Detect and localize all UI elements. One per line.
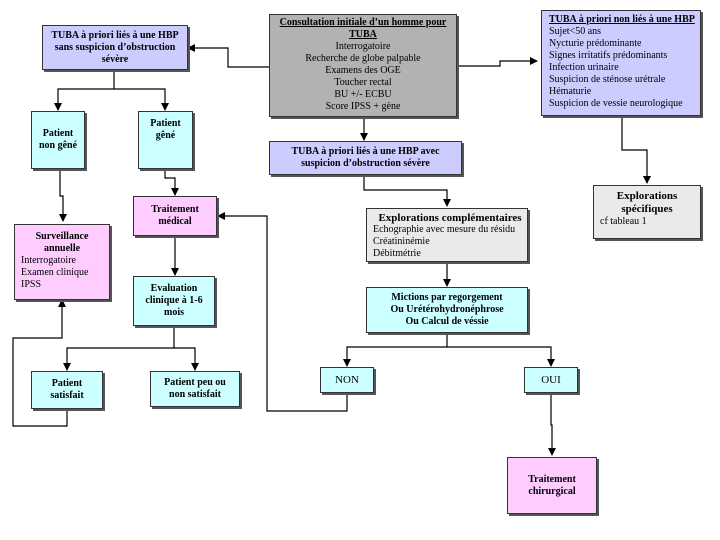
hbp-avec-obstruction-label: TUBA à priori liés à une HBP avec suspic… — [291, 146, 440, 169]
patient-satisfait-box[interactable]: Patient satisfait — [31, 371, 103, 409]
non-hbp-title: TUBA à priori non liés à une HBP — [549, 14, 695, 25]
consultation-item: Recherche de globe palpable — [305, 53, 421, 64]
consultation-item: Interrogatoire — [335, 41, 391, 52]
patient-peu-satisfait-box[interactable]: Patient peu ou non satisfait — [150, 371, 240, 407]
non-hbp-item: Suspicion de sténose urétrale — [549, 74, 666, 85]
consultation-item: Examens des OGE — [325, 65, 401, 76]
patient-gene-box[interactable]: Patient gêné — [138, 111, 193, 169]
explorations-specifiques-note: cf tableau 1 — [600, 216, 647, 227]
surveillance-item: Examen clinique — [21, 267, 89, 278]
explorations-complementaires-item: Echographie avec mesure du résidu — [373, 224, 516, 235]
surveillance-annuelle-box[interactable]: Surveillance annuelle Interrogatoire Exa… — [14, 224, 110, 300]
surveillance-item: Interrogatoire — [21, 255, 76, 266]
patient-non-gene-box[interactable]: Patient non gêné — [31, 111, 85, 169]
connector-hbp-avec-to-explorations — [363, 174, 451, 207]
consultation-initiale-box[interactable]: Consultation initiale d’un homme pour TU… — [269, 14, 457, 117]
patient-gene-label: Patient gêné — [150, 118, 181, 141]
oui-label: OUI — [541, 374, 561, 386]
mictions-line: Ou Urétérohydronéphrose — [390, 304, 504, 315]
non-label: NON — [335, 374, 359, 386]
evaluation-clinique-box[interactable]: Evaluation clinique à 1-6 mois — [133, 276, 215, 326]
non-hbp-item: Suspicion de vessie neurologique — [549, 98, 683, 109]
mictions-line: Ou Calcul de véssie — [405, 316, 489, 327]
explorations-complementaires-title: Explorations complémentaires — [378, 212, 522, 224]
non-hbp-item: Signes irritatifs prédominants — [549, 50, 668, 61]
connector-hbp-sans-to-gene — [114, 88, 169, 111]
non-hbp-item: Hématurie — [549, 86, 592, 97]
hbp-avec-obstruction-box[interactable]: TUBA à priori liés à une HBP avec suspic… — [269, 141, 462, 175]
explorations-complementaires-item: Débitmétrie — [373, 248, 421, 259]
connector-consultation-to-non-hbp — [456, 57, 538, 67]
consultation-item: Toucher rectal — [334, 77, 392, 88]
patient-peu-satisfait-label: Patient peu ou non satisfait — [164, 377, 226, 400]
explorations-complementaires-item: Créatininémie — [373, 236, 430, 247]
mictions-line: Mictions par regorgement — [391, 292, 503, 303]
connector-non-hbp-to-explorations — [621, 116, 651, 184]
surveillance-item: IPSS — [21, 279, 42, 290]
explorations-specifiques-title: Explorations spécifiques — [616, 190, 678, 215]
connector-mictions-to-oui — [447, 346, 555, 367]
surveillance-title: Surveillance annuelle — [35, 231, 89, 254]
non-hbp-item: Nycturie prédominante — [549, 38, 642, 49]
traitement-medical-label: Traitement médical — [151, 204, 199, 227]
explorations-complementaires-box[interactable]: Explorations complémentaires Echographie… — [366, 208, 528, 262]
hbp-sans-obstruction-box[interactable]: TUBA à priori liés à une HBP sans suspic… — [42, 25, 188, 70]
non-box[interactable]: NON — [320, 367, 374, 393]
connector-consultation-to-hbp-sans — [187, 44, 270, 68]
patient-non-gene-label: Patient non gêné — [38, 128, 78, 151]
oui-box[interactable]: OUI — [524, 367, 578, 393]
connector-hbp-sans-split — [54, 70, 115, 111]
connector-mictions-split — [343, 333, 448, 367]
evaluation-clinique-label: Evaluation clinique à 1-6 mois — [145, 283, 203, 318]
traitement-chirurgical-label: Traitement chirurgical — [528, 473, 576, 497]
consultation-title: Consultation initiale d’un homme pour TU… — [279, 17, 447, 40]
traitement-chirurgical-box[interactable]: Traitement chirurgical — [507, 457, 597, 514]
connector-non-to-traitement-medical — [217, 212, 348, 412]
connector-evaluation-split — [63, 326, 175, 371]
traitement-medical-box[interactable]: Traitement médical — [133, 196, 217, 236]
connector-oui-to-chirurgical — [548, 393, 556, 456]
mictions-box[interactable]: Mictions par regorgement Ou Urétérohydro… — [366, 287, 528, 333]
non-hbp-box[interactable]: TUBA à priori non liés à une HBP Sujet<5… — [541, 10, 701, 116]
hbp-sans-obstruction-label: TUBA à priori liés à une HBP sans suspic… — [51, 29, 179, 65]
non-hbp-item: Infection urinaire — [549, 62, 619, 73]
non-hbp-item: Sujet<50 ans — [549, 26, 602, 37]
connector-gene-to-traitement — [164, 169, 179, 196]
connector-non-gene-to-surveillance — [59, 169, 67, 222]
consultation-item: Score IPSS + gène — [325, 101, 401, 112]
consultation-item: BU +/- ECBU — [334, 89, 392, 100]
connector-evaluation-to-peu-satisfait — [174, 347, 199, 371]
connector-satisfait-to-surveillance — [12, 299, 68, 427]
patient-satisfait-label: Patient satisfait — [50, 378, 84, 401]
explorations-specifiques-box[interactable]: Explorations spécifiques cf tableau 1 — [593, 185, 701, 239]
